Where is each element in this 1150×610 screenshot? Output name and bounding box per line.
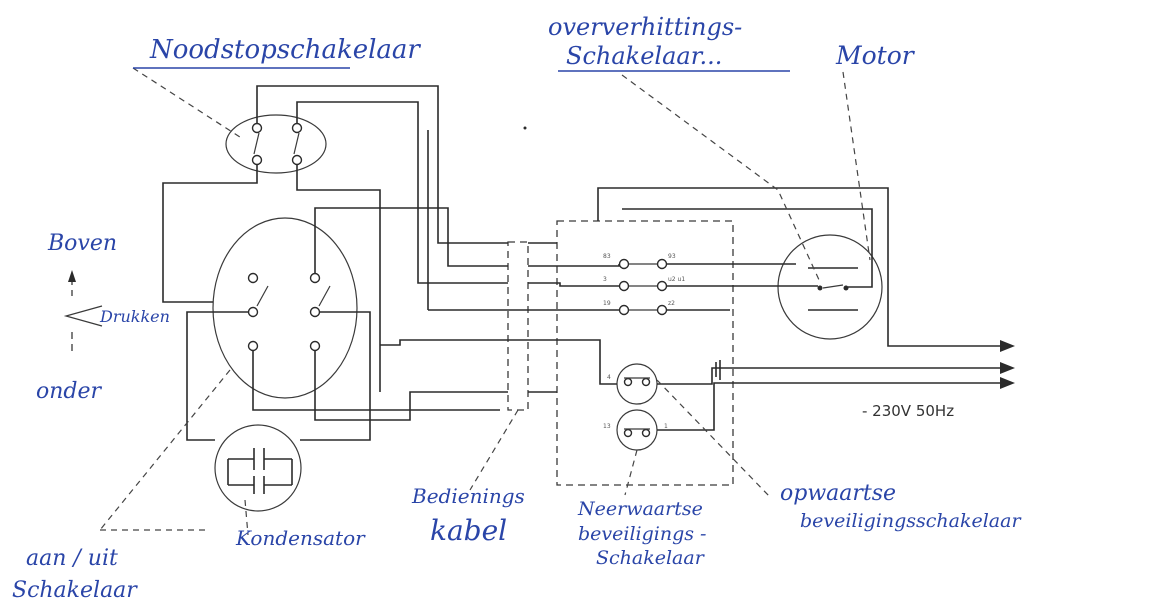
label-down-limit-line3: Schakelaar: [596, 547, 706, 569]
emergency-stop-switch: [225, 114, 327, 174]
label-control-cable-line2: kabel: [430, 514, 507, 547]
label-motor: Motor: [835, 41, 916, 70]
label-capacitor: Kondensator: [235, 526, 366, 550]
on-off-switch: [212, 217, 358, 399]
label-up-limit-line1: opwaartse: [780, 481, 896, 506]
label-control-cable-line1: Bedienings: [411, 484, 525, 508]
svg-text:93: 93: [668, 253, 676, 260]
label-up-limit-line2: beveiligingsschakelaar: [800, 510, 1022, 532]
label-up: Boven: [47, 231, 117, 256]
svg-text:3: 3: [603, 276, 607, 283]
svg-text:1: 1: [664, 423, 668, 430]
supply-voltage-label: - 230V 50Hz: [862, 402, 954, 420]
leader-lines: [99, 67, 871, 536]
svg-text:4: 4: [607, 374, 611, 381]
capacitor: [214, 424, 302, 512]
wiring: [162, 85, 1000, 441]
svg-text:u2 u1: u2 u1: [668, 276, 685, 283]
supply-arrows: [1000, 340, 1015, 389]
label-on-off-line2: Schakelaar: [12, 578, 138, 603]
label-press: Drukken: [99, 307, 170, 326]
label-on-off-line1: aan / uit: [26, 546, 118, 571]
label-down-limit-line2: beveiligings -: [578, 523, 706, 545]
control-cable-box: [507, 241, 529, 411]
label-emergency-stop: Noodstopschakelaar: [149, 35, 421, 65]
label-overheat-line2: Schakelaar...: [566, 42, 722, 70]
label-down-limit-line1: Neerwaartse: [577, 498, 703, 520]
svg-text:19: 19: [603, 300, 611, 307]
motor: [777, 234, 883, 340]
label-overheat-line1: oververhittings-: [548, 13, 742, 41]
direction-arrows: [63, 270, 103, 356]
svg-text:13: 13: [603, 423, 611, 430]
label-down: onder: [36, 379, 103, 404]
svg-text:z2: z2: [668, 300, 675, 307]
svg-text:83: 83: [603, 253, 611, 260]
limit-switch-housing: 83 93 3 u2 u1 19 z2: [556, 220, 734, 486]
